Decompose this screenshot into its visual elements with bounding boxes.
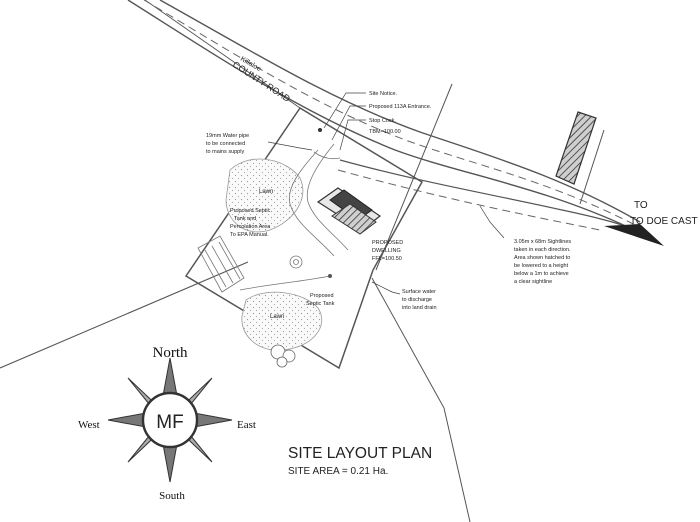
water-pipe-label-1: 19mm Water pipe [206, 133, 249, 139]
septic-tank-label-2: Septic Tank [306, 301, 335, 307]
septic-area-label-3: Percolation Area [230, 224, 271, 230]
sightline-hatched-area [555, 111, 597, 185]
sightline-label-3: Area shown hatched to [514, 255, 570, 261]
compass-ring [141, 391, 199, 449]
sightline-label-5: below a 1m to achieve [514, 271, 569, 277]
dwelling-label-3: FFL=100.50 [372, 256, 402, 262]
driveway [288, 143, 349, 257]
compass-monogram: MF [156, 412, 183, 433]
compass-east: East [237, 419, 256, 431]
surface-water-label-2: to discharge [402, 297, 432, 303]
title-block: SITE LAYOUT PLAN SITE AREA = 0.21 Ha. [288, 445, 432, 477]
septic-area-label-4: To EPA Manual. [230, 232, 269, 238]
septic-tank [239, 255, 332, 291]
water-pipe-label-3: to mains supply [206, 149, 244, 155]
entrance-label: Proposed 113A Entrance. [369, 104, 432, 110]
dwelling-label-1: PROPOSED [372, 240, 403, 246]
site-entrance [313, 128, 341, 160]
stop-cock-label: Stop Cock. [369, 118, 396, 124]
direction-arrow [604, 224, 664, 246]
plan-title: SITE LAYOUT PLAN [288, 445, 432, 462]
sightline-label-4: be lowered to a height [514, 263, 569, 269]
trees [270, 344, 296, 368]
county-road: Killaloe COUNTY ROAD TO TO DOE CAST [127, 0, 698, 246]
compass-rose: MF North South East West [78, 345, 256, 502]
dwelling-label-2: DWELLING [372, 248, 401, 254]
sightline-label-2: taken in each direction. [514, 247, 571, 253]
septic-area-label-1: Proposed Septic [230, 208, 271, 214]
road-destination-1: TO [634, 200, 648, 211]
leader-lines [267, 92, 505, 295]
compass-south: South [159, 490, 185, 502]
surface-water-label-1: Surface water [402, 289, 436, 295]
site-area: SITE AREA = 0.21 Ha. [288, 466, 388, 477]
sightline-label-1: 3.05m x 68m Sightlines [514, 239, 571, 245]
percolation-area [197, 235, 245, 293]
site-notice-label: Site Notice. [369, 91, 398, 97]
sightline-label-6: a clear sightline [514, 279, 552, 285]
compass-north: North [153, 345, 188, 361]
compass-west: West [78, 419, 100, 431]
water-pipe-label-2: to be connected [206, 141, 245, 147]
site-boundary [184, 106, 424, 370]
road-destination: TO DOE CAST [630, 216, 698, 227]
septic-area-label-2: Tank and [234, 216, 256, 222]
lawn-bottom-label: Lawn [270, 314, 284, 320]
annotations: Site Notice. Proposed 113A Entrance. Sto… [206, 91, 571, 311]
tbm-label: TBM=100.00 [369, 129, 401, 135]
septic-tank-label-1: Proposed [310, 293, 334, 299]
lawn-top-label: Lawn [259, 189, 273, 195]
surface-water-label-3: into land drain [402, 305, 437, 311]
lawns: Lawn Lawn [225, 158, 323, 351]
proposed-dwelling [316, 187, 382, 235]
